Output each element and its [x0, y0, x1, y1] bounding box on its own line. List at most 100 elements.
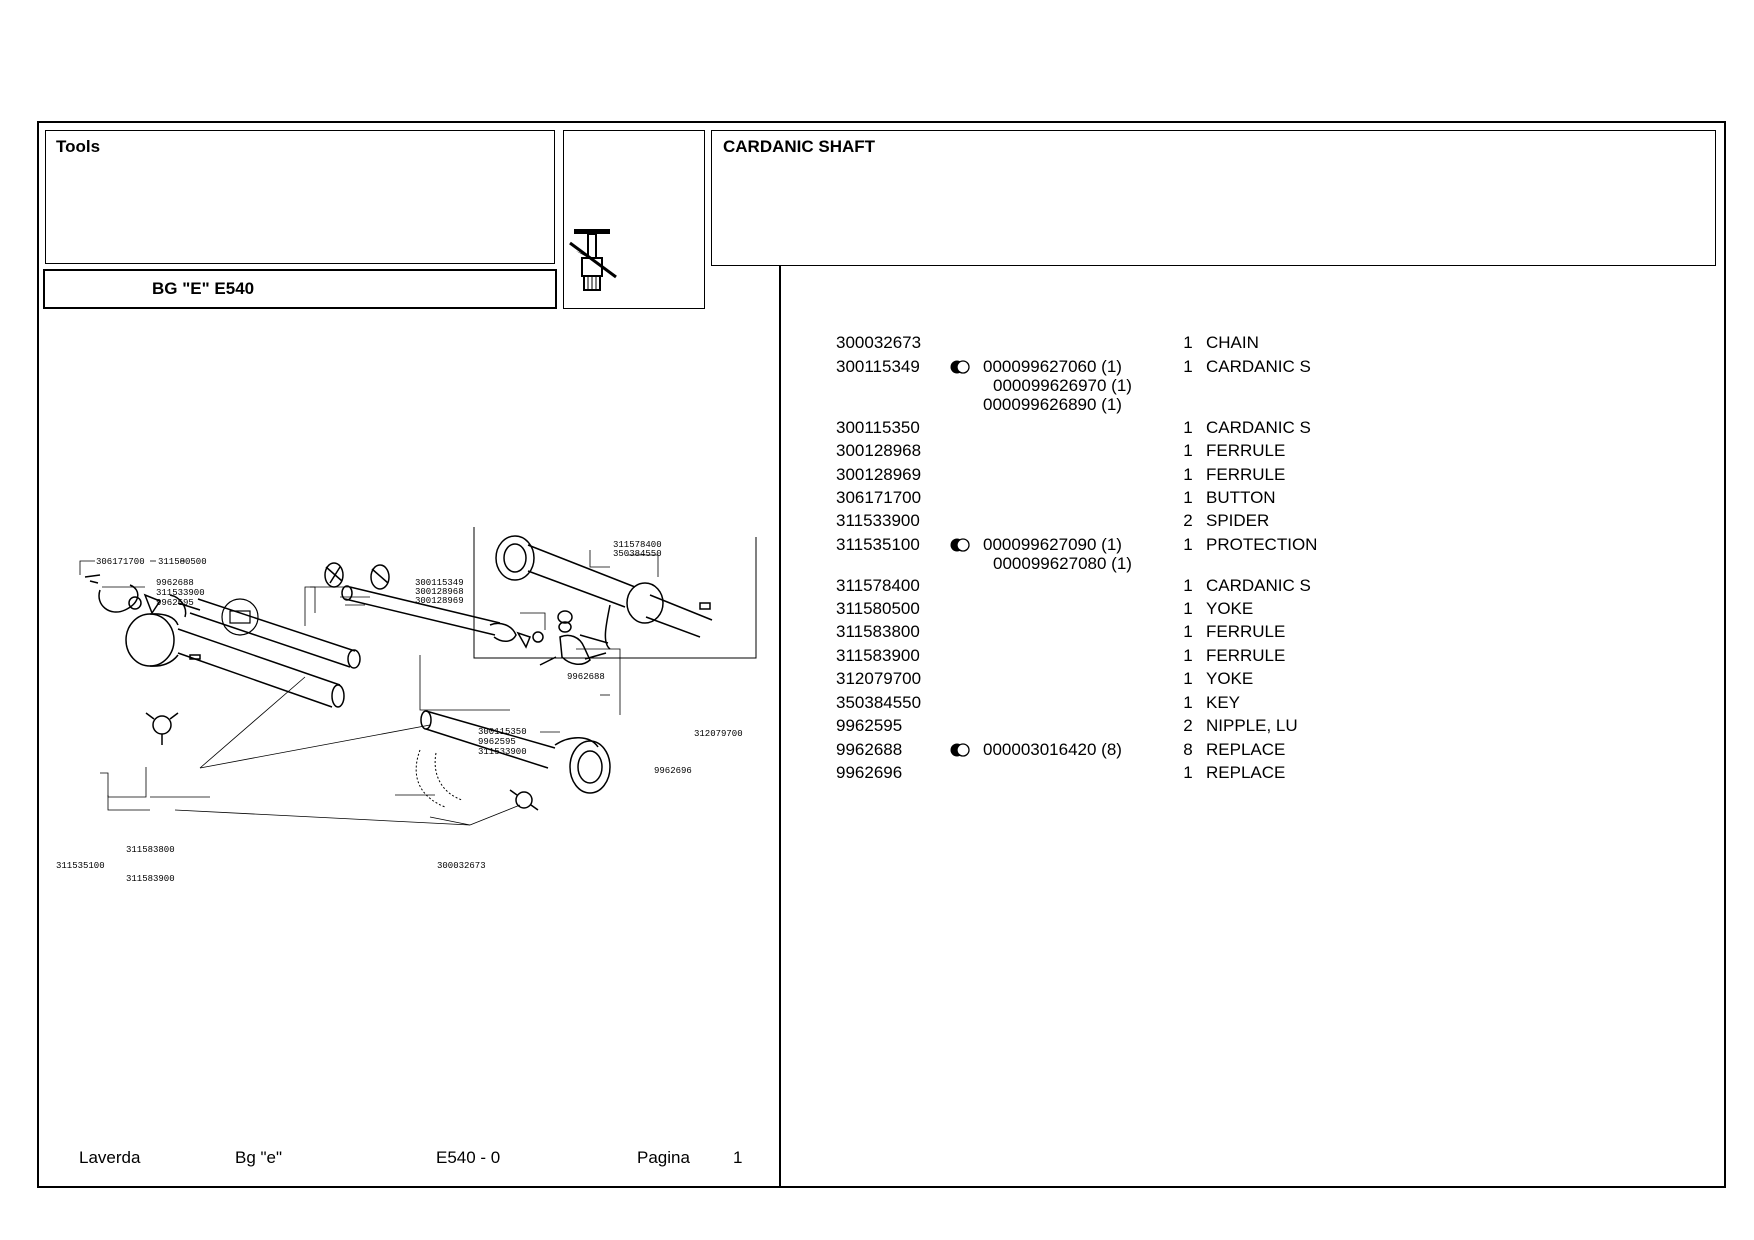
label-300128968: 300128968 — [415, 587, 464, 597]
part-code: 350384550 — [836, 693, 922, 712]
footer-model: Bg "e" — [235, 1148, 283, 1167]
part-description: PROTECTION — [1206, 535, 1318, 554]
part-qty: 1 — [1183, 599, 1193, 618]
label-9962595-a: 9962595 — [156, 598, 194, 608]
label-300115349: 300115349 — [415, 578, 464, 588]
part-code: 9962696 — [836, 763, 903, 782]
footer-brand: Laverda — [79, 1148, 141, 1167]
label-306171700: 306171700 — [96, 557, 145, 567]
inset-shaft-drawing — [495, 535, 713, 650]
label-312079700: 312079700 — [694, 729, 743, 739]
guard-tube-2-drawing — [420, 710, 611, 794]
part-description: YOKE — [1206, 669, 1254, 688]
part-code: 9962688 — [836, 740, 903, 759]
part-code: 9962595 — [836, 716, 903, 735]
part-description: CARDANIC S — [1206, 418, 1311, 437]
part-qty: 1 — [1183, 488, 1193, 507]
part-ref: 000099627080 (1) — [993, 554, 1132, 573]
part-code: 300115350 — [836, 418, 920, 437]
label-311580500: 311580500 — [158, 557, 207, 567]
exploded-diagram: 306171700 311580500 9962688 311533900 99… — [56, 527, 757, 884]
part-description: FERRULE — [1206, 622, 1286, 641]
part-qty: 8 — [1183, 740, 1193, 759]
part-code: 312079700 — [836, 669, 922, 688]
left-yoke-drawing — [84, 574, 201, 618]
shaft-1-drawing — [189, 598, 361, 669]
part-description: FERRULE — [1206, 465, 1286, 484]
label-311583900: 311583900 — [126, 874, 175, 884]
label-311533900-b: 311533900 — [478, 747, 527, 757]
part-qty: 1 — [1183, 535, 1193, 554]
part-refs: 000099627060 (1) 000099626970 (1) 000099… — [983, 358, 1132, 415]
footer-code: E540 - 0 — [436, 1148, 501, 1167]
label-9962696: 9962696 — [654, 766, 692, 776]
label-300128969: 300128969 — [415, 596, 464, 606]
section-box — [45, 130, 555, 264]
label-311578400: 311578400 — [613, 540, 662, 550]
part-description: FERRULE — [1206, 441, 1286, 460]
part-code: 311583800 — [836, 622, 920, 641]
bearings-drawing — [145, 712, 539, 811]
part-ref: 000099626970 (1) — [993, 376, 1132, 395]
part-code: 300032673 — [836, 333, 922, 352]
model-title: BG "E" E540 — [152, 279, 255, 298]
tool-icon — [569, 229, 617, 291]
label-311583800: 311583800 — [126, 845, 175, 855]
warning-label-drawing — [221, 598, 259, 636]
part-code: 300128968 — [836, 441, 922, 460]
part-description: YOKE — [1206, 599, 1254, 618]
part-code: 306171700 — [836, 488, 922, 507]
part-description: NIPPLE, LU — [1206, 716, 1298, 735]
label-300032673: 300032673 — [437, 861, 486, 871]
inset-frame — [473, 527, 757, 659]
label-311533900-a: 311533900 — [156, 588, 205, 598]
replacement-marker-icon — [950, 538, 970, 552]
part-description: FERRULE — [1206, 646, 1286, 665]
part-code: 311533900 — [836, 511, 920, 530]
part-description: BUTTON — [1206, 488, 1276, 507]
part-ref: 000099627090 (1) — [983, 535, 1122, 554]
footer-page-label: Pagina — [637, 1148, 690, 1167]
guard-tube-1-drawing — [125, 613, 345, 708]
part-code: 311535100 — [836, 535, 920, 554]
part-ref: 000099626890 (1) — [983, 395, 1122, 414]
part-qty: 1 — [1183, 333, 1193, 352]
part-description: KEY — [1206, 693, 1241, 712]
part-description: CARDANIC S — [1206, 357, 1311, 376]
label-9962595-b: 9962595 — [478, 737, 516, 747]
part-qty: 2 — [1183, 511, 1193, 530]
part-qty: 1 — [1183, 465, 1193, 484]
right-yoke-drawing — [539, 610, 609, 666]
replacement-marker-icon — [950, 360, 970, 374]
ferrules-drawing — [324, 562, 390, 590]
footer-page-number: 1 — [733, 1148, 743, 1167]
replacement-marker-icon — [950, 743, 970, 757]
part-qty: 1 — [1183, 763, 1193, 782]
model-box — [43, 269, 557, 309]
panel-divider — [779, 265, 781, 1188]
part-qty: 1 — [1183, 418, 1193, 437]
leader-lines — [79, 550, 659, 826]
part-refs: 000003016420 (8) — [983, 741, 1122, 760]
chain-drawing — [415, 749, 463, 808]
part-qty: 1 — [1183, 693, 1193, 712]
part-description: REPLACE — [1206, 763, 1286, 782]
part-qty: 1 — [1183, 622, 1193, 641]
part-qty: 1 — [1183, 357, 1193, 376]
part-description: REPLACE — [1206, 740, 1286, 759]
part-qty: 2 — [1183, 716, 1193, 735]
label-9962688-a: 9962688 — [156, 578, 194, 588]
group-title: CARDANIC SHAFT — [723, 137, 876, 156]
part-code: 300128969 — [836, 465, 922, 484]
shaft-2-drawing — [341, 585, 544, 649]
part-qty: 1 — [1183, 576, 1193, 595]
section-title: Tools — [56, 137, 101, 156]
part-code: 300115349 — [836, 357, 920, 376]
part-qty: 1 — [1183, 441, 1193, 460]
part-qty: 1 — [1183, 669, 1193, 688]
part-ref: 000099627060 (1) — [983, 357, 1122, 376]
label-311535100: 311535100 — [56, 861, 105, 871]
part-qty: 1 — [1183, 646, 1193, 665]
part-ref: 000003016420 (8) — [983, 740, 1122, 759]
part-description: CARDANIC S — [1206, 576, 1311, 595]
